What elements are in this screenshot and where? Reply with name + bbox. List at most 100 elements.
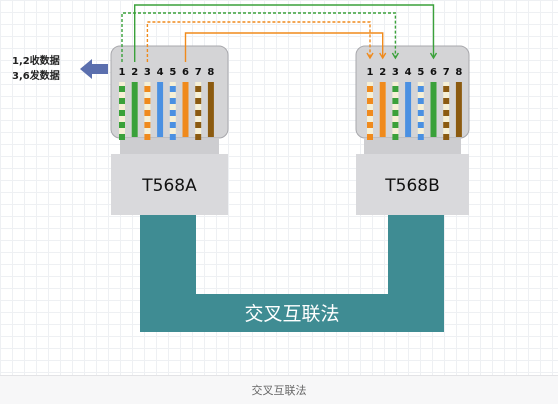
connector-b-wire-3-stripe: [392, 98, 399, 104]
connector-a-wire-1-stripe: [119, 134, 125, 140]
connector-b-label-box: [356, 154, 469, 215]
connector-a-wire-7-stripe: [195, 86, 202, 92]
caption-bar: [0, 375, 558, 404]
connector-a-pin-1: 1: [119, 67, 126, 78]
connector-b-wire-5-stripe: [417, 98, 424, 104]
connector-b-wire-4: [405, 82, 412, 137]
cable-u-shape: [140, 214, 444, 332]
connector-a-wire-5-stripe: [169, 86, 176, 92]
connector-a-label: T568A: [141, 176, 197, 196]
connector-a-label-box: [111, 154, 228, 215]
connector-b-wire-5-stripe: [417, 122, 424, 128]
connector-a-wire-base-3: [144, 82, 151, 137]
connector-b-pin-2: 2: [379, 67, 386, 78]
connector-b-wire-7: [443, 86, 450, 140]
connector-b-neck: [364, 138, 461, 154]
connector-a-pin-8: 8: [207, 67, 214, 78]
connector-b-wire-3-stripe: [392, 110, 399, 116]
connector-b-wire-5-stripe: [417, 86, 424, 92]
connector-b-wire-5-stripe: [417, 134, 424, 140]
connector-a-wire-1-stripe: [119, 98, 125, 104]
connection-arrowhead-3-to-1: [366, 52, 374, 60]
connector-b-pin-4: 4: [405, 67, 412, 78]
connector-a-pin-4: 4: [157, 67, 164, 78]
connector-b-wire-2: [379, 82, 386, 137]
connection-line-6-to-2: [184, 32, 384, 62]
connector-a-wire-1-stripe: [119, 122, 125, 128]
connector-a-wires: [119, 82, 214, 140]
connector-a-pin-7: 7: [195, 67, 202, 78]
connector-b-wire-3-stripe: [392, 122, 399, 128]
connection-line-1-to-3: [121, 12, 397, 62]
connector-a-wire-3-stripe: [144, 122, 151, 128]
connector-a-wire-1-stripe: [119, 110, 125, 116]
connector-a-wire-5: [169, 86, 176, 140]
connector-a-wire-base-7: [195, 82, 202, 137]
connector-b-wire-7-stripe: [443, 110, 450, 116]
connector-b-wire-5: [417, 86, 424, 140]
figure-caption: 交叉互联法: [251, 384, 307, 397]
connector-a-wire-8: [207, 82, 214, 137]
connector-b-pin-5: 5: [417, 67, 424, 78]
connector-a-wire-7-stripe: [195, 134, 202, 140]
connector-a-wire-3-stripe: [144, 86, 151, 92]
connector-a-wire-5-stripe: [169, 134, 176, 140]
connector-b-label: T568B: [384, 176, 440, 196]
connector-a-pin-5: 5: [169, 67, 176, 78]
connection-line-3-to-1: [146, 21, 371, 62]
connector-b-wire-6: [430, 82, 437, 137]
connector-a-pin-6: 6: [182, 67, 189, 78]
connector-b-pin-8: 8: [455, 67, 462, 78]
connector-a-pin-2: 2: [131, 67, 138, 78]
connector-a-pin-3: 3: [144, 67, 151, 78]
connector-a-wire-3: [144, 86, 151, 140]
connector-a-wire-2: [131, 82, 138, 137]
connection-line-2-to-6: [134, 4, 435, 62]
connector-a-wire-1-stripe: [119, 86, 125, 92]
connector-a-wire-4: [157, 82, 164, 137]
connector-b-wire-7-stripe: [443, 122, 450, 128]
connector-b-wire-5-stripe: [417, 110, 424, 116]
connector-b-wire-1: [367, 86, 373, 140]
connector-b-wire-7-stripe: [443, 86, 450, 92]
connector-b-wire-1-stripe: [367, 86, 373, 92]
connector-b-wire-7-stripe: [443, 134, 450, 140]
connector-a-neck: [120, 138, 219, 154]
connector-b-wire-7-stripe: [443, 98, 450, 104]
connector-a-wire-7-stripe: [195, 110, 202, 116]
side-note-line2: 3,6发数据: [12, 69, 60, 82]
connector-b-wire-1-stripe: [367, 110, 373, 116]
connector-b-wire-base-5: [417, 82, 424, 137]
connector-a-wire-3-stripe: [144, 98, 151, 104]
connection-arrowhead-2-to-6: [429, 52, 438, 60]
cable-label: 交叉互联法: [244, 303, 339, 325]
connector-b-wires: [367, 82, 462, 140]
connector-b-wire-8: [455, 82, 462, 137]
connector-b-wire-3-stripe: [392, 134, 399, 140]
connector-b-pin-1: 1: [367, 67, 374, 78]
connector-a-wire-3-stripe: [144, 134, 151, 140]
connector-b-wire-base-1: [367, 82, 373, 137]
connector-a-wire-7-stripe: [195, 98, 202, 104]
crossover-connections: [121, 4, 438, 62]
connector-a-wire-5-stripe: [169, 122, 176, 128]
connector-a-wire-5-stripe: [169, 110, 176, 116]
connector-b-wire-3-stripe: [392, 86, 399, 92]
connector-b-pin-6: 6: [430, 67, 437, 78]
connector-b-wire-base-7: [443, 82, 450, 137]
connector-a-wire-base-1: [119, 82, 125, 137]
connection-arrowhead-1-to-3: [391, 52, 400, 60]
connection-arrowhead-6-to-2: [379, 52, 387, 60]
connector-b-pin-3: 3: [392, 67, 399, 78]
connector-a-wire-7: [195, 86, 202, 140]
connector-b-wire-3: [392, 86, 399, 140]
connector-a-wire-base-5: [169, 82, 176, 137]
connector-a-wire-1: [119, 86, 125, 140]
connector-b-wire-1-stripe: [367, 134, 373, 140]
